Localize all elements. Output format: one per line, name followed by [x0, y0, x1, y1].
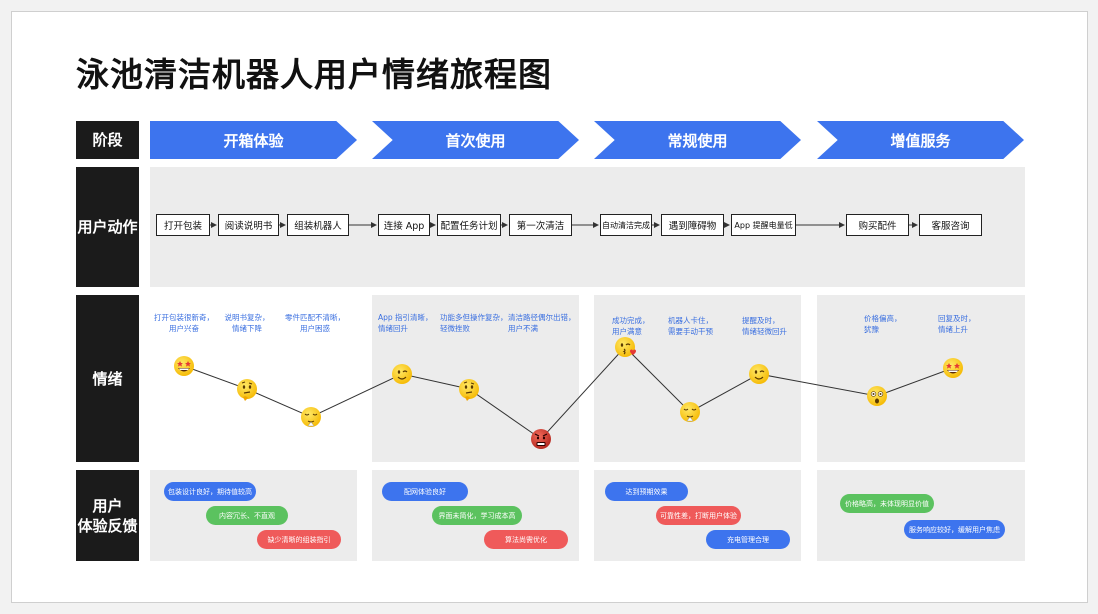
- feedback-panel-4: [817, 470, 1025, 561]
- star-struck-face-icon: [943, 358, 963, 378]
- action-auto-clean-done: 自动清洁完成: [600, 214, 652, 236]
- emotion-note: 提醒及时，情绪轻微回升: [742, 316, 787, 336]
- row-label-stage: 阶段: [76, 121, 139, 159]
- stage-first-use: 首次使用: [372, 121, 579, 159]
- emotion-note: 说明书复杂，情绪下降: [224, 313, 270, 333]
- star-struck-face-icon: [174, 356, 194, 376]
- feedback-pill: 包装设计良好，期待值较高: [164, 482, 256, 501]
- page-title: 泳池清洁机器人用户情绪旅程图: [76, 55, 552, 94]
- feedback-pill: 配网体验良好: [382, 482, 468, 501]
- feedback-pill: 充电管理合理: [706, 530, 790, 549]
- action-first-clean: 第一次清洁: [509, 214, 572, 236]
- winking-face-icon: [392, 364, 412, 384]
- emotion-note: 回复及时，情绪上升: [938, 314, 976, 334]
- stage-regular-use: 常规使用: [594, 121, 801, 159]
- action-customer-service: 客服咨询: [919, 214, 982, 236]
- emotion-note: 成功完成，用户满意: [612, 316, 650, 336]
- feedback-pill: 内容冗长、不直观: [206, 506, 288, 525]
- row-label-emotion: 情绪: [76, 295, 139, 462]
- emotion-panel-1: [150, 295, 357, 462]
- winking-face-icon: [749, 364, 769, 384]
- astonished-face-icon: [867, 386, 887, 406]
- feedback-pill: 可靠性差，打断用户体验: [656, 506, 741, 525]
- row-label-feedback-line2: 体验反馈: [77, 516, 138, 535]
- action-hit-obstacle: 遇到障碍物: [661, 214, 724, 236]
- action-connect-app: 连接 App: [378, 214, 430, 236]
- emotion-note: 打开包装很新奇，用户兴奋: [154, 313, 214, 333]
- row-label-feedback: 用户 体验反馈: [76, 470, 139, 561]
- emotion-note: App 指引清晰，情绪回升: [378, 313, 433, 333]
- feedback-pill: 价格略高，未体现明显价值: [840, 494, 934, 513]
- relieved-face-icon: [680, 402, 700, 422]
- thinking-face-icon: [459, 379, 479, 401]
- action-assemble-robot: 组装机器人: [287, 214, 349, 236]
- stage-value-added: 增值服务: [817, 121, 1024, 159]
- action-low-battery-alert: App 提醒电量低: [731, 214, 796, 236]
- action-buy-accessories: 购买配件: [846, 214, 909, 236]
- feedback-pill: 缺少清晰的组装指引: [257, 530, 341, 549]
- emotion-panel-4: [817, 295, 1025, 462]
- action-read-manual: 阅读说明书: [218, 214, 279, 236]
- row-label-action: 用户动作: [76, 167, 139, 287]
- emotion-note: 功能多但操作复杂，轻微挫败: [440, 313, 508, 333]
- emotion-note: 清洁路径偶尔出错，用户不满: [508, 313, 576, 333]
- emotion-note: 机器人卡住，需要手动干预: [668, 316, 713, 336]
- stage-unboxing: 开箱体验: [150, 121, 357, 159]
- relieved-face-icon: [301, 407, 321, 427]
- kissing-face-icon: [615, 337, 636, 357]
- emotion-note: 零件匹配不清晰，用户困惑: [285, 313, 345, 333]
- emotion-note: 价格偏高，犹豫: [864, 314, 902, 334]
- feedback-pill: 达到预期效果: [605, 482, 688, 501]
- angry-face-icon: [531, 429, 551, 449]
- action-open-package: 打开包装: [156, 214, 210, 236]
- action-configure-schedule: 配置任务计划: [437, 214, 501, 236]
- feedback-pill: 算法尚需优化: [484, 530, 568, 549]
- feedback-pill: 服务响应较好，缓解用户焦虑: [904, 520, 1005, 539]
- row-label-feedback-line1: 用户: [92, 496, 123, 515]
- thinking-face-icon: [237, 379, 257, 401]
- feedback-pill: 界面未简化，学习成本高: [432, 506, 522, 525]
